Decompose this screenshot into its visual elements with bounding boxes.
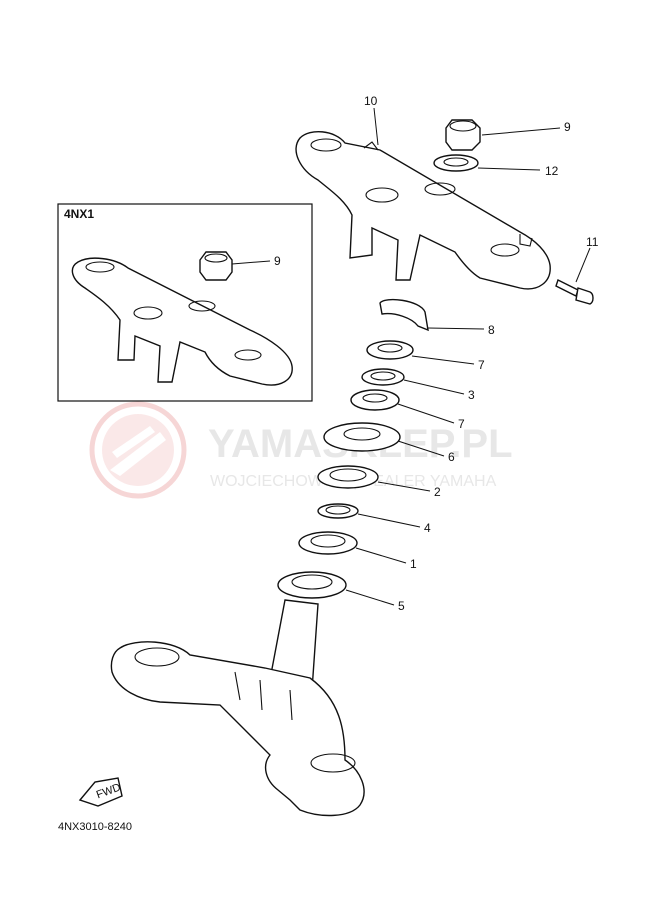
rubber-washer bbox=[361, 368, 405, 386]
ring-nut-lower bbox=[350, 389, 400, 411]
callout-3: 3 bbox=[468, 388, 475, 402]
inset-box: 4NX1 bbox=[57, 203, 313, 402]
callout-4: 4 bbox=[424, 521, 431, 535]
bearing-race bbox=[317, 503, 359, 519]
lower-bracket bbox=[110, 599, 365, 817]
callout-10: 10 bbox=[364, 94, 378, 108]
callout-2: 2 bbox=[434, 485, 441, 499]
callout-9-inset: 9 bbox=[274, 254, 281, 268]
inset-title: 4NX1 bbox=[64, 207, 94, 221]
callout-8: 8 bbox=[488, 323, 495, 337]
callout-7-lower: 7 bbox=[458, 417, 465, 431]
leader-lines bbox=[231, 107, 591, 606]
callout-5: 5 bbox=[398, 599, 405, 613]
callout-1: 1 bbox=[410, 557, 417, 571]
callout-12: 12 bbox=[545, 164, 559, 178]
callout-11: 11 bbox=[586, 235, 599, 249]
lock-washer bbox=[379, 298, 429, 332]
bolt bbox=[555, 279, 594, 305]
part-code: 4NX3010-8240 bbox=[58, 821, 132, 833]
ring-nut-upper bbox=[366, 340, 414, 360]
forward-arrow: FWD bbox=[78, 777, 123, 807]
callout-labels: 10 9 12 11 9 8 7 3 7 6 2 4 1 5 bbox=[274, 94, 599, 613]
washer bbox=[433, 154, 479, 172]
dust-seal bbox=[277, 571, 347, 599]
upper-bearing bbox=[317, 465, 379, 489]
bearing-cover bbox=[323, 422, 401, 452]
callout-7-upper: 7 bbox=[478, 358, 485, 372]
watermark-logo bbox=[89, 401, 187, 499]
callout-9: 9 bbox=[564, 120, 571, 134]
callout-6: 6 bbox=[448, 450, 455, 464]
cap-nut bbox=[445, 119, 481, 151]
upper-bracket bbox=[295, 131, 551, 290]
lower-bearing bbox=[298, 531, 358, 555]
